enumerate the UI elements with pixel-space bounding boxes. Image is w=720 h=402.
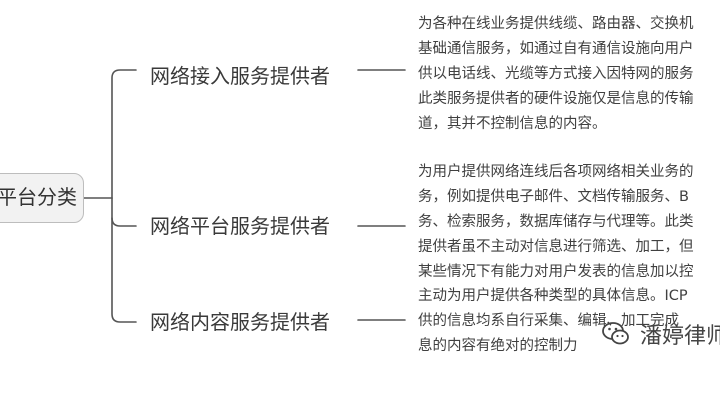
leaf-line: 道，其并不控制信息的内容。 — [418, 116, 607, 132]
leaf-network-access: 为各种在线业务提供线缆、路由器、交换机 基础通信服务，如通过自有通信设施向用户 … — [418, 12, 720, 137]
watermark-text: 潘婷律师 — [640, 324, 720, 349]
leaf-line: 某些情况下有能力对用户发表的信息加以控 — [418, 264, 694, 280]
leaf-line: 主动为用户提供各种类型的具体信息。ICP — [418, 288, 688, 304]
leaf-line: 息的内容有绝对的控制力 — [418, 338, 578, 354]
leaf-line: 供以电话线、光缆等方式接入因特网的服务 — [418, 66, 694, 82]
wechat-icon — [602, 322, 629, 345]
leaf-line: 为各种在线业务提供线缆、路由器、交换机 — [418, 16, 694, 32]
root-node-label: 平台分类 — [0, 185, 77, 209]
connector-branch-3 — [111, 217, 137, 323]
leaf-line: 务、检索服务，数据库储存与代理等。此类 — [418, 214, 694, 230]
leaf-line: 供的信息均系自行采集、编辑、加工完成 — [418, 313, 679, 329]
leaf-network-content: 主动为用户提供各种类型的具体信息。ICP 供的信息均系自行采集、编辑、加工完成 … — [418, 284, 720, 359]
branch-network-content: 网络内容服务提供者 — [150, 310, 330, 334]
leaf-line: 务，例如提供电子邮件、文档传输服务、B — [418, 189, 689, 205]
leaf-line: 基础通信服务，如通过自有通信设施向用户 — [418, 41, 694, 57]
watermark: 潘婷律师 — [600, 318, 720, 350]
branch-network-access: 网络接入服务提供者 — [150, 64, 330, 88]
branch-network-platform: 网络平台服务提供者 — [150, 214, 330, 238]
leaf-line: 提供者虽不主动对信息进行筛选、加工，但 — [418, 239, 694, 255]
leaf-line: 此类服务提供者的硬件设施仅是信息的传输 — [418, 91, 694, 107]
root-node: 平台分类 — [0, 173, 84, 223]
leaf-network-platform: 为用户提供网络连线后各项网络相关业务的 务，例如提供电子邮件、文档传输服务、B … — [418, 160, 720, 285]
connector-branch-2 — [111, 197, 137, 227]
leaf-line: 为用户提供网络连线后各项网络相关业务的 — [418, 164, 694, 180]
connector-branch-1 — [111, 69, 137, 199]
